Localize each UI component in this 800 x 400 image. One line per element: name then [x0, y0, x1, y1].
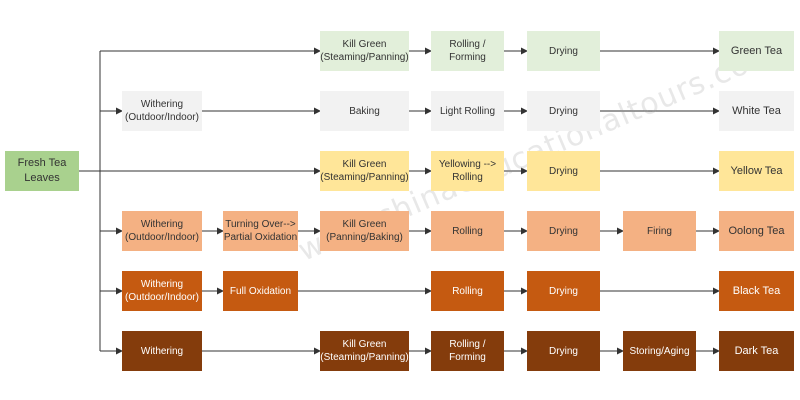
result-box-black-tea: Black Tea	[719, 271, 794, 311]
step-box-white-tea-baking: Baking	[320, 91, 409, 131]
step-box-yellow-tea-drying: Drying	[527, 151, 600, 191]
step-box-white-tea-withering-outdoor-indoor: Withering (Outdoor/Indoor)	[122, 91, 202, 131]
step-box-green-tea-drying: Drying	[527, 31, 600, 71]
step-box-black-tea-withering-outdoor-indoor: Withering (Outdoor/Indoor)	[122, 271, 202, 311]
fresh-tea-leaves-box: Fresh Tea Leaves	[5, 151, 79, 191]
step-box-dark-tea-storing-aging: Storing/Aging	[623, 331, 696, 371]
step-box-dark-tea-rolling-forming: Rolling / Forming	[431, 331, 504, 371]
step-box-green-tea-kill-green-steaming-panning: Kill Green (Steaming/Panning)	[320, 31, 409, 71]
step-box-black-tea-rolling: Rolling	[431, 271, 504, 311]
step-box-white-tea-drying: Drying	[527, 91, 600, 131]
step-box-oolong-tea-withering-outdoor-indoor: Withering (Outdoor/Indoor)	[122, 211, 202, 251]
step-box-dark-tea-withering: Withering	[122, 331, 202, 371]
step-box-black-tea-full-oxidation: Full Oxidation	[223, 271, 298, 311]
step-box-white-tea-light-rolling: Light Rolling	[431, 91, 504, 131]
step-box-oolong-tea-firing: Firing	[623, 211, 696, 251]
result-box-green-tea: Green Tea	[719, 31, 794, 71]
step-box-dark-tea-drying: Drying	[527, 331, 600, 371]
result-box-yellow-tea: Yellow Tea	[719, 151, 794, 191]
step-box-black-tea-drying: Drying	[527, 271, 600, 311]
step-box-oolong-tea-drying: Drying	[527, 211, 600, 251]
step-box-oolong-tea-kill-green-panning-baking: Kill Green (Panning/Baking)	[320, 211, 409, 251]
step-box-yellow-tea-yellowing-rolling: Yellowing --> Rolling	[431, 151, 504, 191]
step-box-oolong-tea-rolling: Rolling	[431, 211, 504, 251]
result-box-dark-tea: Dark Tea	[719, 331, 794, 371]
step-box-oolong-tea-turning-over-partial-oxidation: Turning Over--> Partial Oxidation	[223, 211, 298, 251]
step-box-dark-tea-kill-green-steaming-panning: Kill Green (Steaming/Panning)	[320, 331, 409, 371]
step-box-yellow-tea-kill-green-steaming-panning: Kill Green (Steaming/Panning)	[320, 151, 409, 191]
step-box-green-tea-rolling-forming: Rolling / Forming	[431, 31, 504, 71]
result-box-oolong-tea: Oolong Tea	[719, 211, 794, 251]
result-box-white-tea: White Tea	[719, 91, 794, 131]
